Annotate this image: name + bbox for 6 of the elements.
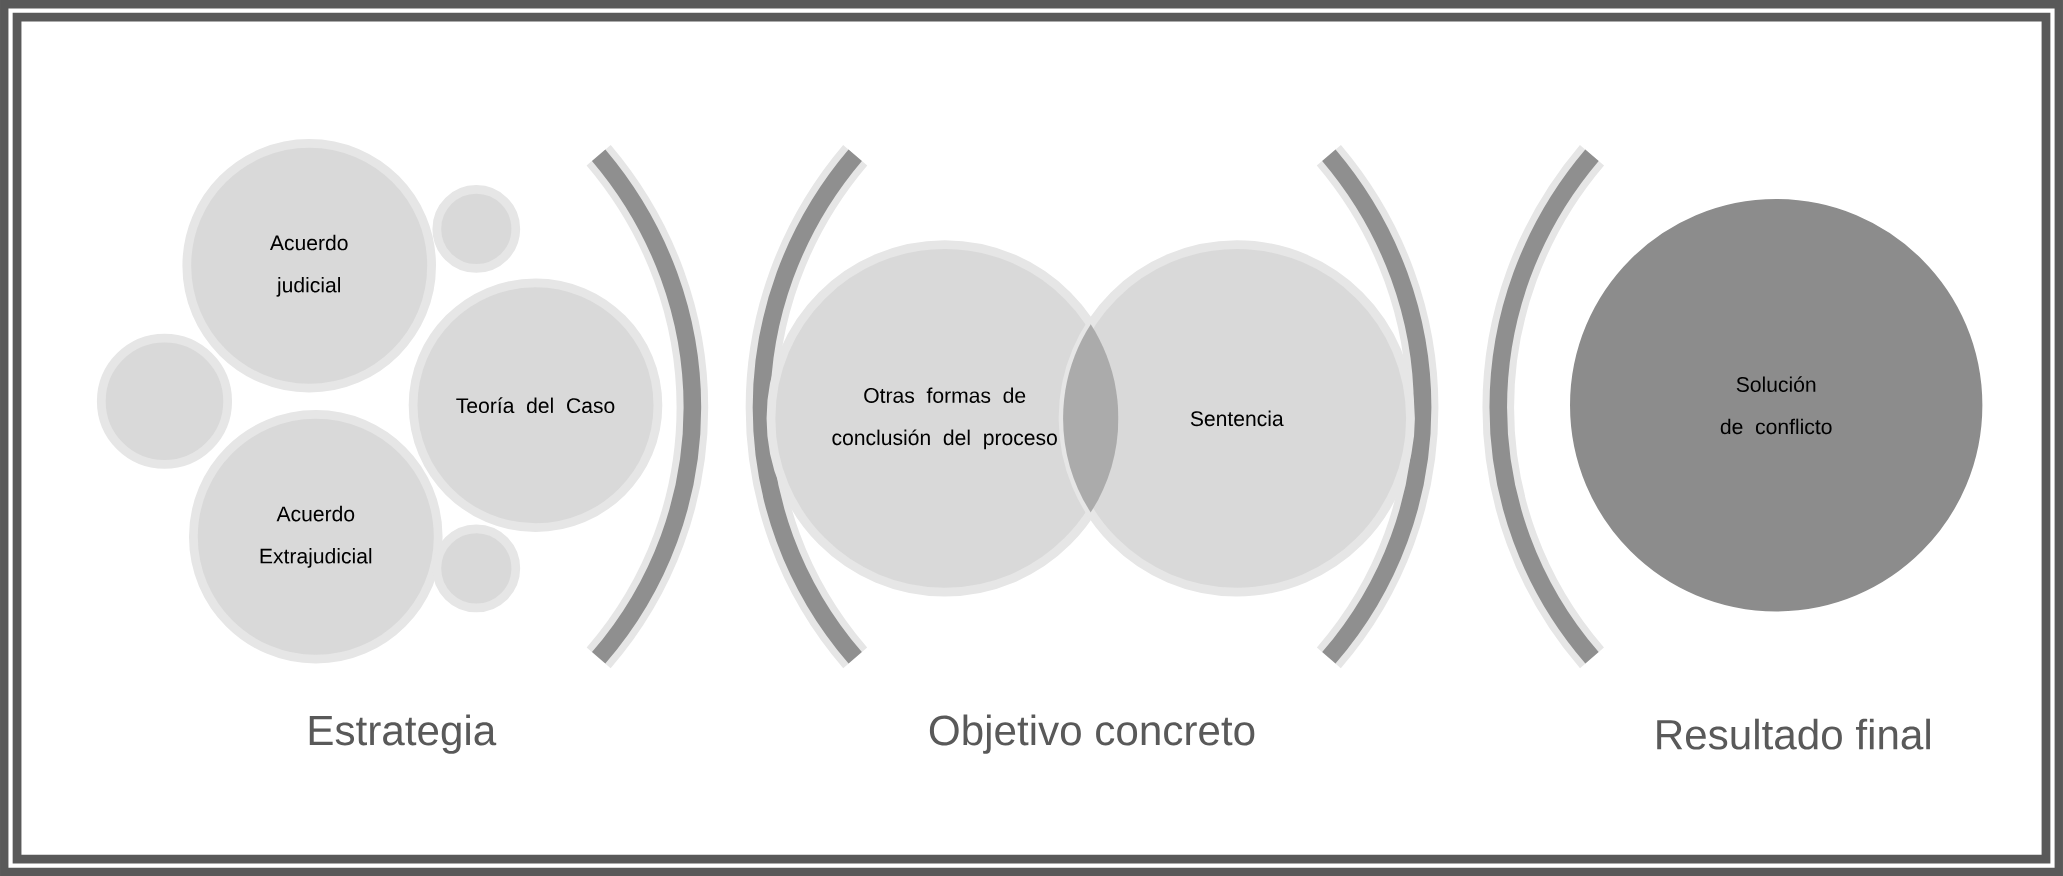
section-label: Resultado final (1657, 718, 1930, 750)
circle-shape (432, 184, 521, 273)
circle-shape (96, 333, 233, 469)
section-label: Estrategia (309, 714, 497, 754)
circle-shape (432, 524, 521, 613)
section-label: Objetivo concreto (929, 714, 1255, 754)
